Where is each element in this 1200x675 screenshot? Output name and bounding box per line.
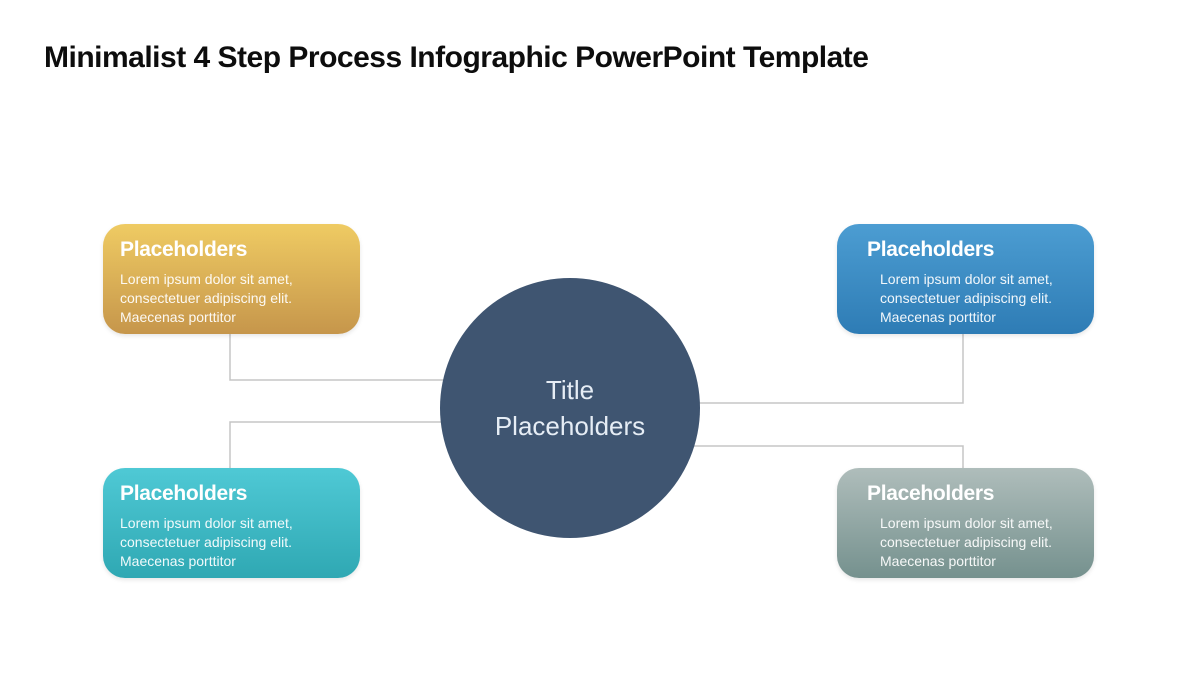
- center-circle-title-line: Title: [545, 375, 595, 405]
- process-box-heading: Placeholders: [120, 482, 248, 505]
- center-circle-subtitle-line: Placeholders: [494, 411, 646, 441]
- process-box-top-left[interactable]: Placeholders Lorem ipsum dolor sit amet,…: [103, 224, 360, 334]
- process-box-bottom-right[interactable]: Placeholders Lorem ipsum dolor sit amet,…: [837, 468, 1094, 578]
- process-box-body: Lorem ipsum dolor sit amet, consectetuer…: [880, 271, 1053, 325]
- process-box-body: Lorem ipsum dolor sit amet, consectetuer…: [120, 271, 293, 325]
- connector-top-right: [575, 333, 964, 404]
- center-circle[interactable]: Title Placeholders: [440, 278, 700, 538]
- process-box-heading: Placeholders: [120, 238, 248, 261]
- process-box-body: Lorem ipsum dolor sit amet, consectetuer…: [120, 515, 293, 569]
- process-box-heading: Placeholders: [867, 238, 995, 261]
- connector-bottom-right: [575, 445, 964, 468]
- process-box-body: Lorem ipsum dolor sit amet, consectetuer…: [880, 515, 1053, 569]
- process-box-top-right[interactable]: Placeholders Lorem ipsum dolor sit amet,…: [837, 224, 1094, 334]
- process-box-bottom-left[interactable]: Placeholders Lorem ipsum dolor sit amet,…: [103, 468, 360, 578]
- process-box-heading: Placeholders: [867, 482, 995, 505]
- slide-title: Minimalist 4 Step Process Infographic Po…: [44, 41, 869, 74]
